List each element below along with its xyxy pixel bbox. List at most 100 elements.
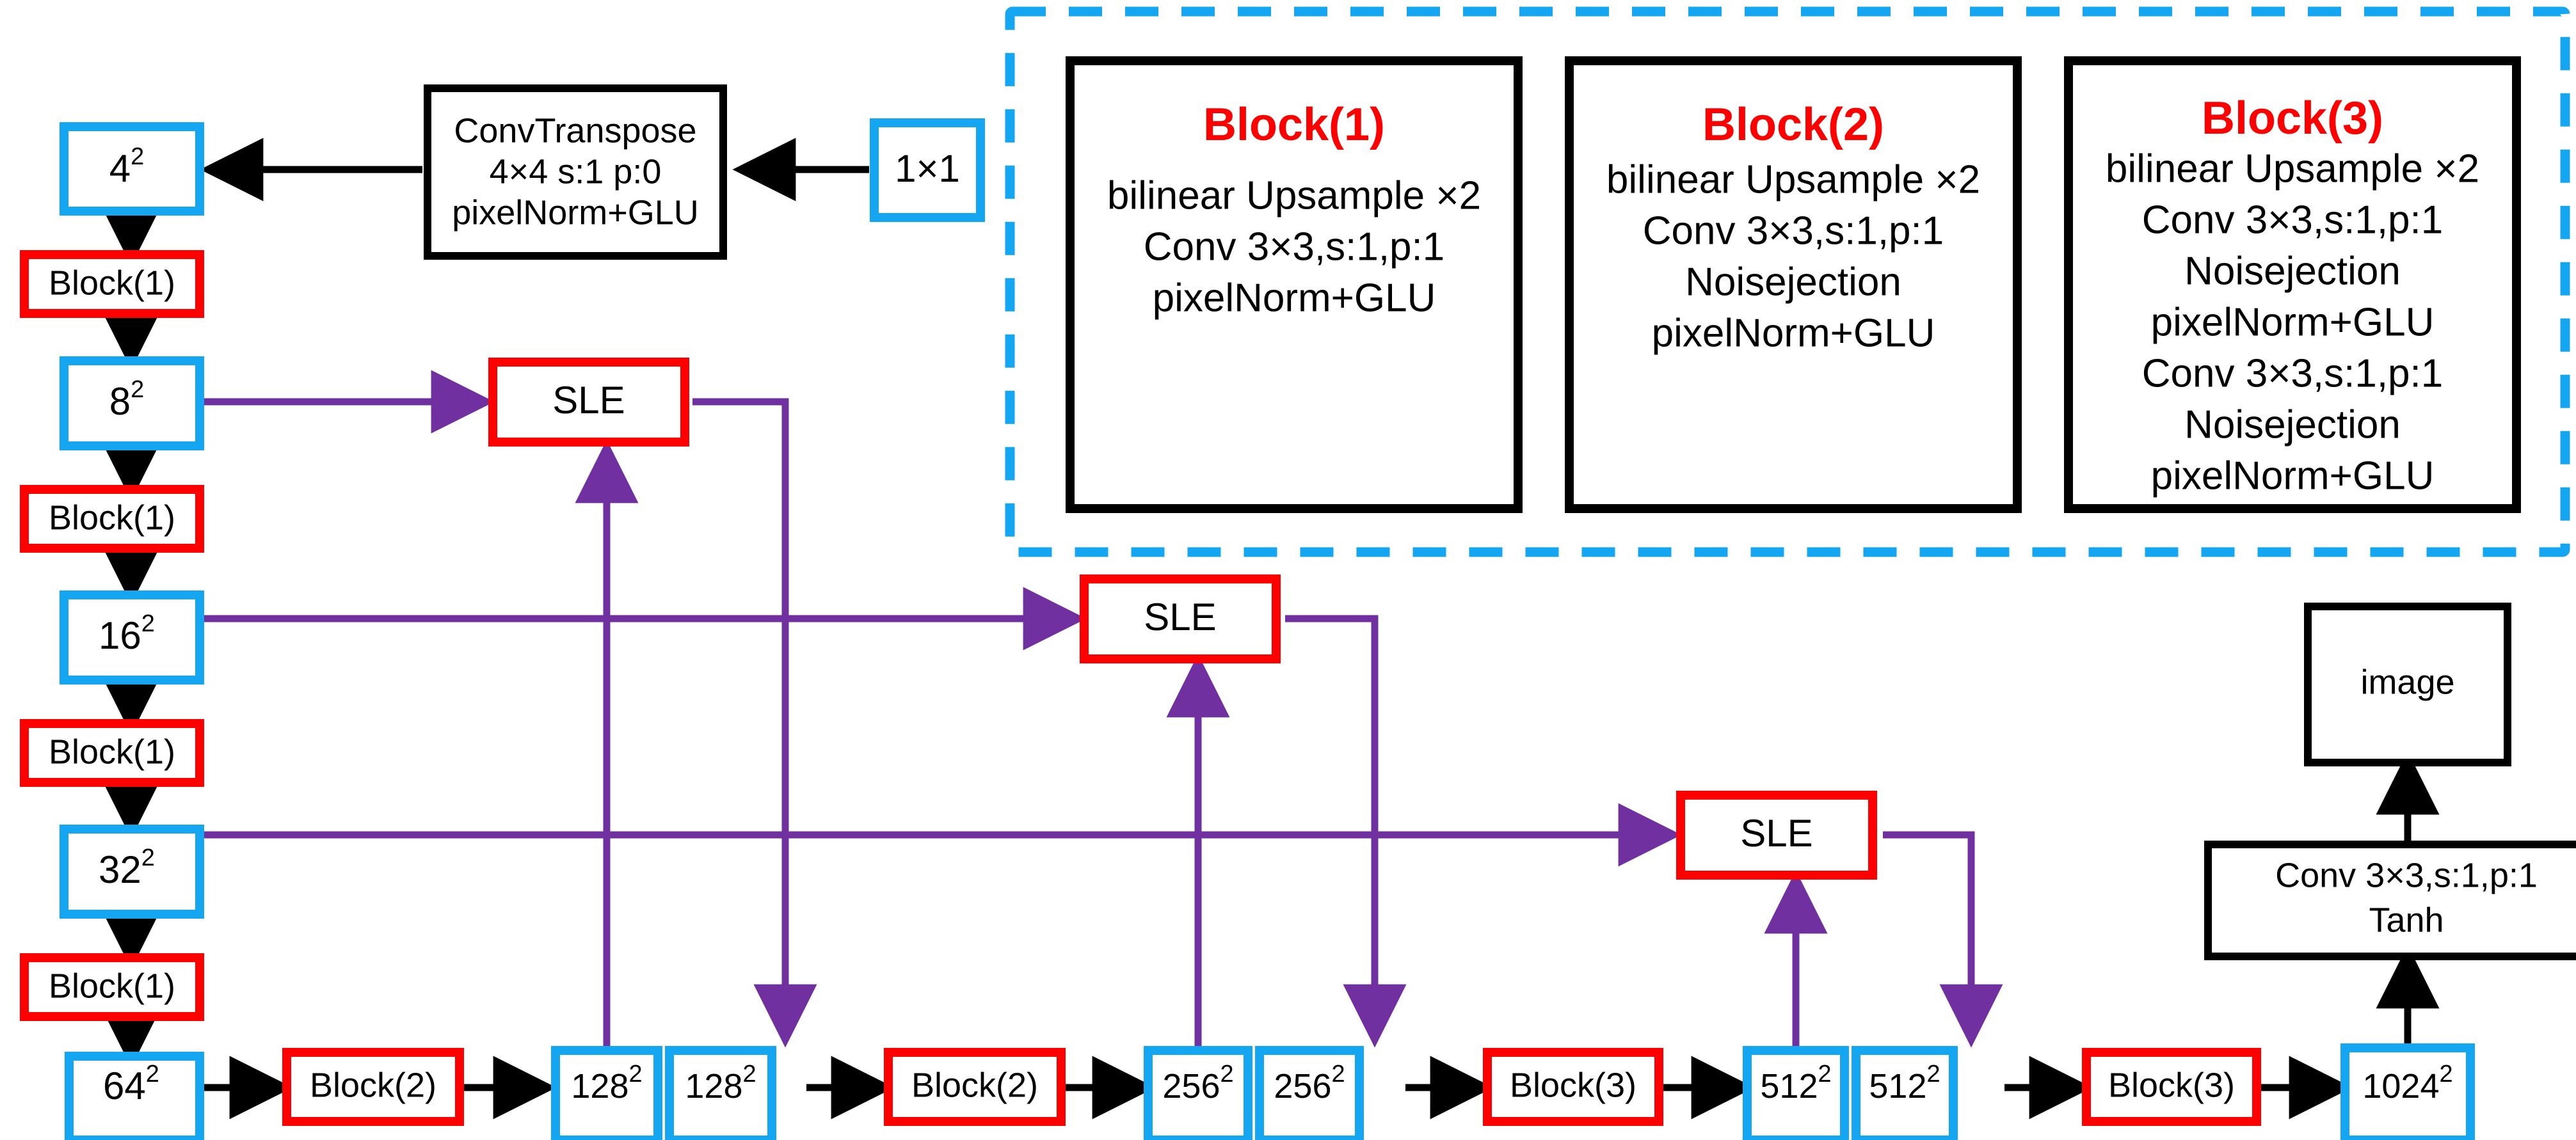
- node-res-4[interactable]: 42: [60, 122, 204, 216]
- svg-text:5122: 5122: [1869, 1061, 1940, 1105]
- node-res-128-a-label: 128: [571, 1067, 628, 1105]
- legend-block-3: Block(3) bilinear Upsample ×2 Conv 3×3,s…: [2064, 56, 2521, 513]
- node-res-256-a[interactable]: 2562: [1144, 1046, 1252, 1140]
- node-block2-b[interactable]: Block(2): [884, 1048, 1066, 1126]
- node-res-4-label: 4: [109, 147, 131, 190]
- legend-block-1-line-0: bilinear Upsample ×2: [1107, 173, 1481, 218]
- svg-text:162: 162: [99, 610, 155, 657]
- node-sle-3-label: SLE: [1740, 812, 1812, 855]
- node-convtranspose[interactable]: ConvTranspose 4×4 s:1 p:0 pixelNorm+GLU: [424, 84, 727, 260]
- node-res-512-a-label: 512: [1760, 1067, 1818, 1105]
- node-res-32[interactable]: 322: [60, 825, 204, 919]
- node-block2-a[interactable]: Block(2): [282, 1048, 464, 1126]
- node-sle-2[interactable]: SLE: [1080, 574, 1281, 663]
- node-res-32-label: 32: [99, 848, 141, 891]
- legend-block-2-line-1: Conv 3×3,s:1,p:1: [1643, 209, 1944, 253]
- node-res-8[interactable]: 82: [60, 356, 204, 450]
- node-res-256-a-label: 256: [1162, 1067, 1220, 1105]
- legend-block-2: Block(2) bilinear Upsample ×2 Conv 3×3,s…: [1565, 56, 2022, 513]
- node-res-8-sup: 2: [131, 376, 144, 403]
- node-res-1024[interactable]: 10242: [2340, 1043, 2475, 1140]
- node-res-512-a-sup: 2: [1818, 1061, 1831, 1088]
- node-res-512-b-label: 512: [1869, 1067, 1926, 1105]
- node-block1-c[interactable]: Block(1): [20, 719, 204, 787]
- edges-layer: [99, 138, 2440, 1120]
- node-res-512-b[interactable]: 5122: [1852, 1046, 1958, 1140]
- legend-block-2-title: Block(2): [1702, 99, 1884, 150]
- node-res-64[interactable]: 642: [65, 1052, 204, 1140]
- node-sle-3[interactable]: SLE: [1676, 791, 1877, 880]
- legend-block-3-line-5: Noisejection: [2184, 402, 2401, 447]
- node-block1-d-label: Block(1): [49, 967, 175, 1005]
- node-res-256-b[interactable]: 2562: [1255, 1046, 1364, 1140]
- node-input-1x1[interactable]: 1×1: [870, 118, 985, 222]
- node-res-256-b-sup: 2: [1331, 1061, 1345, 1088]
- svg-text:1282: 1282: [685, 1061, 756, 1105]
- edge-sle2-to-256b: [1285, 615, 1407, 1048]
- node-res-256-a-sup: 2: [1220, 1061, 1233, 1088]
- legend-block-2-line-2: Noisejection: [1685, 260, 1901, 304]
- node-sle-1[interactable]: SLE: [488, 358, 689, 447]
- legend-block-3-title: Block(3): [2202, 93, 2383, 144]
- svg-text:2562: 2562: [1274, 1061, 1345, 1105]
- node-res-16-label: 16: [99, 614, 141, 657]
- legend-group-border: [1005, 6, 2570, 557]
- node-image-output-label: image: [2360, 663, 2454, 701]
- node-res-1024-label: 1024: [2362, 1067, 2439, 1105]
- legend-block-1-line-1: Conv 3×3,s:1,p:1: [1144, 225, 1444, 269]
- svg-text:10242: 10242: [2362, 1061, 2452, 1105]
- legend-block-3-line-4: Conv 3×3,s:1,p:1: [2142, 351, 2443, 395]
- svg-text:42: 42: [109, 143, 145, 190]
- node-input-1x1-label: 1×1: [895, 147, 960, 190]
- legend-block-1: Block(1) bilinear Upsample ×2 Conv 3×3,s…: [1066, 56, 1523, 513]
- convtranspose-line-0: ConvTranspose: [454, 111, 696, 150]
- node-block3-b-label: Block(3): [2108, 1066, 2235, 1104]
- node-conv-tanh[interactable]: Conv 3×3,s:1,p:1 Tanh: [2204, 841, 2576, 960]
- node-block1-b-label: Block(1): [49, 498, 175, 537]
- legend-block-3-line-2: Noisejection: [2184, 249, 2401, 293]
- edge-sle1-to-128b: [692, 398, 817, 1048]
- node-block1-d[interactable]: Block(1): [20, 953, 204, 1021]
- legend-block-2-line-0: bilinear Upsample ×2: [1606, 157, 1980, 202]
- node-block1-a-label: Block(1): [49, 264, 175, 302]
- node-res-128-a-sup: 2: [628, 1061, 642, 1088]
- node-sle-2-label: SLE: [1144, 596, 1216, 638]
- legend-block-3-line-0: bilinear Upsample ×2: [2106, 146, 2479, 191]
- node-block1-c-label: Block(1): [49, 732, 175, 771]
- node-res-512-a[interactable]: 5122: [1743, 1046, 1849, 1140]
- svg-text:82: 82: [109, 376, 145, 423]
- node-image-output[interactable]: image: [2304, 603, 2511, 766]
- node-res-512-b-sup: 2: [1926, 1061, 1940, 1088]
- svg-text:5122: 5122: [1760, 1061, 1831, 1105]
- node-res-4-sup: 2: [131, 143, 144, 170]
- node-res-64-sup: 2: [146, 1061, 159, 1088]
- convtranspose-line-2: pixelNorm+GLU: [452, 193, 699, 232]
- legend-block-1-line-2: pixelNorm+GLU: [1153, 276, 1436, 320]
- svg-text:1282: 1282: [571, 1061, 642, 1105]
- node-res-32-sup: 2: [141, 844, 155, 871]
- legend-block-1-title: Block(1): [1203, 99, 1385, 150]
- node-res-128-a[interactable]: 1282: [551, 1046, 662, 1140]
- node-res-128-b-label: 128: [685, 1067, 742, 1105]
- node-block3-a-label: Block(3): [1510, 1066, 1636, 1104]
- node-res-16[interactable]: 162: [60, 590, 204, 685]
- node-block2-a-label: Block(2): [310, 1066, 436, 1104]
- node-res-128-b-sup: 2: [742, 1061, 756, 1088]
- node-res-64-label: 64: [103, 1065, 146, 1107]
- conv-tanh-line-0: Conv 3×3,s:1,p:1: [2275, 856, 2538, 894]
- node-block1-b[interactable]: Block(1): [20, 485, 204, 553]
- convtranspose-line-1: 4×4 s:1 p:0: [490, 152, 662, 191]
- svg-text:642: 642: [103, 1061, 159, 1107]
- node-res-1024-sup: 2: [2440, 1061, 2453, 1088]
- legend-block-2-line-3: pixelNorm+GLU: [1652, 311, 1935, 355]
- node-block3-a[interactable]: Block(3): [1483, 1048, 1663, 1126]
- node-res-128-b[interactable]: 1282: [665, 1046, 776, 1140]
- node-res-256-b-label: 256: [1274, 1067, 1331, 1105]
- svg-text:322: 322: [99, 844, 155, 891]
- edge-sle3-to-512b: [1883, 831, 2003, 1048]
- node-block3-b[interactable]: Block(3): [2082, 1048, 2261, 1126]
- node-block1-a[interactable]: Block(1): [20, 250, 204, 318]
- legend-block-3-line-3: pixelNorm+GLU: [2151, 300, 2435, 344]
